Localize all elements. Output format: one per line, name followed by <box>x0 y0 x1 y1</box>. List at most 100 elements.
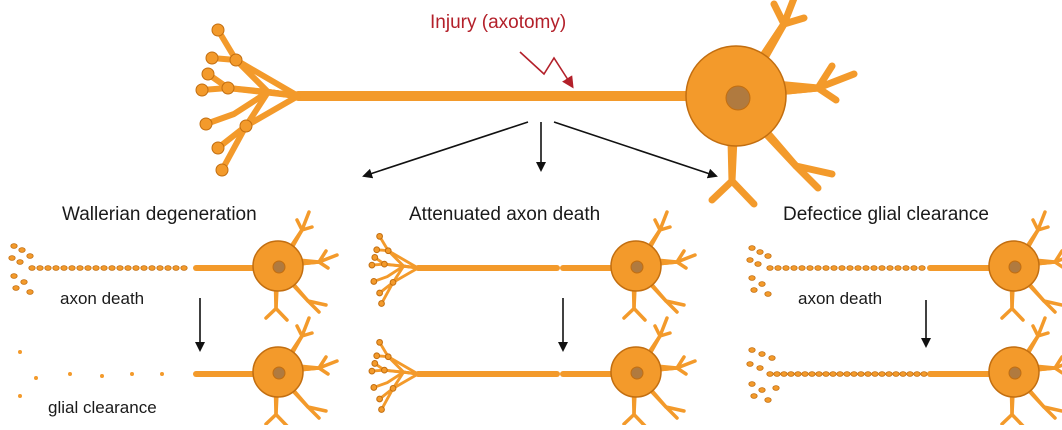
axon-fragment <box>807 266 813 271</box>
axon-fragment <box>767 266 773 271</box>
axon-fragment <box>837 372 843 377</box>
axon-terminal-bouton <box>212 142 224 154</box>
axon-fragment <box>117 266 123 271</box>
axon-fragment <box>85 266 91 271</box>
axon-fragment <box>93 266 99 271</box>
axon-fragment <box>831 266 837 271</box>
injury-arrow <box>520 52 572 86</box>
axon-fragment <box>749 276 755 281</box>
axon-fragment <box>774 372 780 377</box>
axon-fragment <box>765 292 771 297</box>
axon-terminal-bouton <box>374 353 380 359</box>
axon-fragment <box>907 372 913 377</box>
axon-terminal-bouton <box>369 368 375 374</box>
axon-fragment <box>747 362 753 367</box>
axon-fragment <box>157 266 163 271</box>
axon-fragment <box>851 372 857 377</box>
remaining-fragment <box>34 376 38 380</box>
axon-fragment <box>759 282 765 287</box>
axon-terminal-bouton <box>377 290 383 296</box>
axon-fragment <box>13 286 19 291</box>
nucleus <box>631 261 643 273</box>
axon-terminal-bouton <box>390 386 396 392</box>
axon-fragment <box>788 372 794 377</box>
axon-fragment <box>101 266 107 271</box>
attenuated-neuron-injured <box>369 212 695 320</box>
axon-fragment <box>749 382 755 387</box>
axon-fragment <box>27 290 33 295</box>
axon-terminal-bouton <box>379 301 385 307</box>
axon-fragment <box>141 266 147 271</box>
axon-fragment <box>830 372 836 377</box>
axon-terminal-bouton <box>371 385 377 391</box>
nucleus <box>1009 367 1021 379</box>
axon-fragment <box>29 266 35 271</box>
axon-fragment <box>872 372 878 377</box>
axon-fragment <box>791 266 797 271</box>
axon-fragment <box>879 372 885 377</box>
axon-fragment <box>125 266 131 271</box>
defective-neuron-uncleared <box>747 318 1062 425</box>
axon-fragment <box>109 266 115 271</box>
remaining-fragment <box>130 372 134 376</box>
axon-terminal-bouton <box>379 407 385 413</box>
attenuated-neuron-preserved <box>369 318 695 425</box>
axon-fragment <box>855 266 861 271</box>
axon-fragment <box>765 398 771 403</box>
nucleus <box>273 261 285 273</box>
axon-fragment <box>751 288 757 293</box>
axon-fragment <box>21 280 27 285</box>
step-label-axon-death-wallerian: axon death <box>60 289 144 309</box>
axon-fragment <box>783 266 789 271</box>
axon-terminal-bouton <box>390 280 396 286</box>
axon-fragment <box>747 258 753 263</box>
axon-terminal-bouton <box>212 24 224 36</box>
axon-fragment <box>781 372 787 377</box>
axon-terminal-bouton <box>196 84 208 96</box>
axon-fragment <box>769 356 775 361</box>
arrow-to-defective <box>554 122 716 176</box>
axon-fragment <box>914 372 920 377</box>
panel-title-wallerian: Wallerian degeneration <box>62 204 257 226</box>
nucleus <box>726 86 750 110</box>
axon-fragment <box>27 254 33 259</box>
axon-fragment <box>9 256 15 261</box>
axon-fragment <box>921 372 927 377</box>
remaining-fragment <box>100 374 104 378</box>
axon-terminal-bouton <box>240 120 252 132</box>
axon-fragment <box>149 266 155 271</box>
axon-fragment <box>847 266 853 271</box>
panel-title-attenuated: Attenuated axon death <box>409 204 600 226</box>
defective-neuron-axon-death <box>747 212 1062 320</box>
axon-fragment <box>751 394 757 399</box>
axon-fragment <box>757 366 763 371</box>
axon-fragment <box>911 266 917 271</box>
axon-fragment <box>823 266 829 271</box>
axon-fragment <box>903 266 909 271</box>
axon-fragment <box>886 372 892 377</box>
axon-fragment <box>53 266 59 271</box>
arrow-to-wallerian <box>364 122 528 176</box>
panel-title-defective: Defectice glial clearance <box>783 204 989 226</box>
axon-fragment <box>77 266 83 271</box>
axon-fragment <box>61 266 67 271</box>
axon-terminal-bouton <box>202 68 214 80</box>
axon-fragment <box>749 348 755 353</box>
axon-fragment <box>165 266 171 271</box>
axon-fragment <box>69 266 75 271</box>
axon-fragment <box>19 248 25 253</box>
axon-fragment <box>11 244 17 249</box>
axon-fragment <box>181 266 187 271</box>
axon-fragment <box>757 250 763 255</box>
axon-fragment <box>11 274 17 279</box>
axon-terminal-bouton <box>372 361 378 367</box>
axon-fragment <box>767 372 773 377</box>
remaining-fragment <box>68 372 72 376</box>
axon-fragment <box>45 266 51 271</box>
axon-fragment <box>871 266 877 271</box>
step-label-axon-death-defective: axon death <box>798 289 882 309</box>
axon-terminal-bouton <box>377 339 383 345</box>
axon-fragment <box>749 246 755 251</box>
axon-terminal-bouton <box>206 52 218 64</box>
axon-fragment <box>844 372 850 377</box>
